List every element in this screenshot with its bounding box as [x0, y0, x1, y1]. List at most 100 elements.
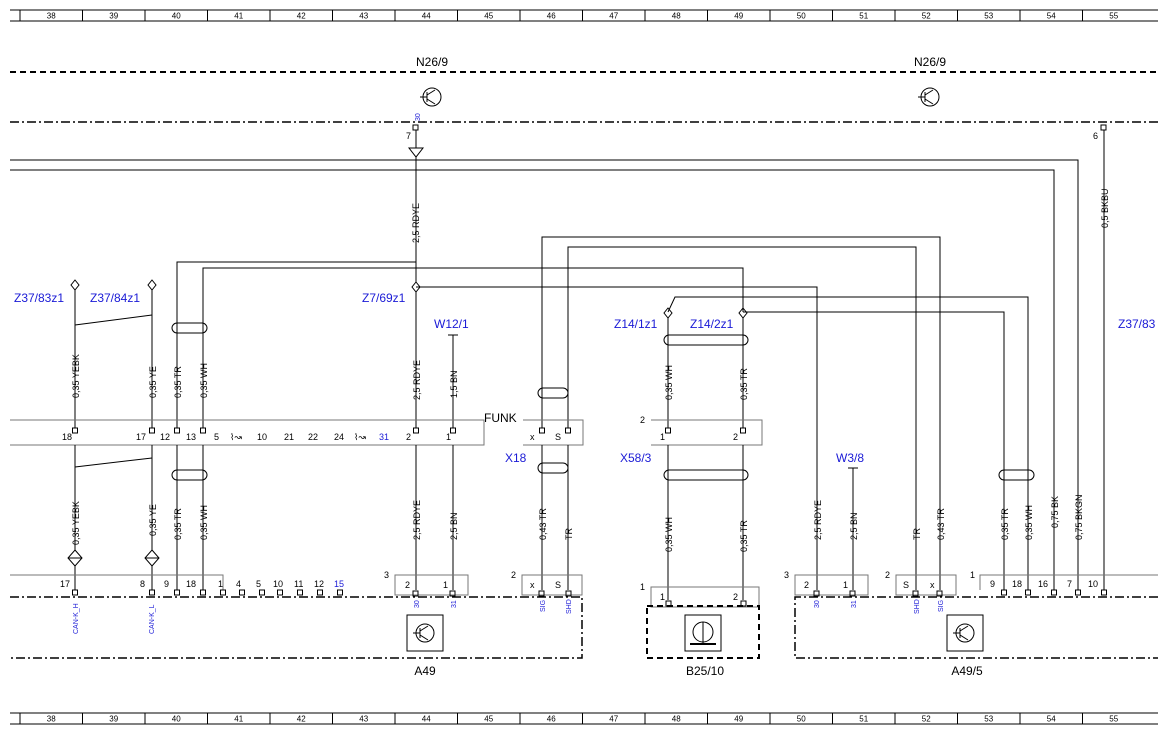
grid-column-number: 51: [859, 12, 868, 21]
splice-icon: [663, 307, 673, 319]
pin-number: 1: [843, 580, 848, 590]
pin-number: 7: [1067, 579, 1072, 589]
pin-number: 12: [314, 579, 324, 589]
pin-number: 7: [406, 131, 411, 141]
grid-column-number: 44: [422, 715, 431, 724]
connector-x18: X18: [505, 451, 527, 465]
module-label-a49: A49: [414, 664, 436, 678]
transistor-icon: [413, 623, 435, 643]
wire-label: TR: [912, 528, 922, 540]
pin-number: 1: [660, 592, 665, 602]
connector-z7-69z1: Z7/69z1: [362, 291, 406, 305]
transistor-icon: [918, 87, 940, 107]
grid-column-number: 42: [297, 715, 306, 724]
grid-column-number: 52: [922, 715, 931, 724]
grid-column-number: 50: [797, 715, 806, 724]
grid-column-number: 40: [172, 12, 181, 21]
pin-label: 30: [415, 113, 422, 121]
pin-label: SIG: [938, 600, 945, 612]
grid-column-number: 38: [47, 12, 56, 21]
wire-label: 0,35 WH: [199, 505, 209, 540]
grid-column-number: 39: [109, 715, 118, 724]
wire-label: 0,35 YE: [148, 366, 158, 398]
grid-column-number: 38: [47, 715, 56, 724]
pin-number: 15: [334, 579, 344, 589]
pin-group-number: 3: [784, 570, 789, 580]
module-label-n26-9-right: N26/9: [914, 55, 946, 69]
pin-number: 18: [186, 579, 196, 589]
connector-x58-3: X58/3: [620, 451, 652, 465]
pin-number: x: [530, 432, 535, 442]
pin-number: 13: [186, 432, 196, 442]
connector-z37-83-right: Z37/83: [1118, 317, 1156, 331]
wire-label: 0,35 YEBK: [71, 354, 81, 398]
wire-label: 2,5 RDYE: [412, 360, 422, 400]
grid-column-number: 43: [359, 715, 368, 724]
connector-z37-84z1: Z37/84z1: [90, 291, 140, 305]
wire-label: TR: [564, 528, 574, 540]
pin-number: S: [555, 432, 561, 442]
connector-w3-8: W3/8: [836, 451, 864, 465]
grid-column-number: 45: [484, 715, 493, 724]
wire-label: 0,5 BKBU: [1100, 188, 1110, 228]
wire-label: 0,35 TR: [739, 520, 749, 552]
transistor-icon: [420, 87, 442, 107]
pin-label-can-h: CAN-K_H: [73, 603, 80, 634]
pin-number: 21: [284, 432, 294, 442]
pin-number: 5: [256, 579, 261, 589]
pin-number: 5: [214, 432, 219, 442]
pin-number: 17: [60, 579, 70, 589]
module-label-b25-10: B25/10: [686, 664, 724, 678]
pin-number: 16: [1038, 579, 1048, 589]
module-label-a49-5: A49/5: [951, 664, 983, 678]
pin-number: 2: [733, 592, 738, 602]
pin-group-number: 2: [511, 570, 516, 580]
wire-label: 0,35 WH: [199, 363, 209, 398]
pin-label-can-l: CAN-K_L: [149, 604, 156, 634]
pin-number: 9: [164, 579, 169, 589]
pin-number: 2: [804, 580, 809, 590]
wire-label: 0,35 WH: [664, 517, 674, 552]
wire-label: 0,35 WH: [1024, 505, 1034, 540]
splice-icon: [70, 279, 80, 291]
grid-column-number: 52: [922, 12, 931, 21]
grid-column-number: 49: [734, 715, 743, 724]
wire-label: 0,35 TR: [1000, 508, 1010, 540]
grid-column-number: 40: [172, 715, 181, 724]
wire-label: 2,5 BN: [449, 512, 459, 540]
grid-column-number: 41: [234, 12, 243, 21]
pin-number: 1: [443, 580, 448, 590]
pin-number: 11: [294, 579, 303, 589]
splice-icon: [67, 549, 83, 567]
pin-number: 31: [379, 432, 389, 442]
wire-label: 1,5 BN: [449, 370, 459, 398]
pin-group-number: 3: [384, 570, 389, 580]
pin-number: 2: [640, 415, 645, 425]
pin-number: x: [530, 580, 535, 590]
grid-column-number: 55: [1109, 12, 1118, 21]
pin-label: SIG: [540, 600, 547, 612]
pin-label: 30: [414, 600, 421, 608]
grid-column-number: 43: [359, 12, 368, 21]
wire-label: 0,35 WH: [664, 365, 674, 400]
wire-label: 0,35 YEBK: [71, 501, 81, 545]
pin-number: 2: [405, 580, 410, 590]
wire-label: 0,35 TR: [173, 366, 183, 398]
pin-label: 31: [851, 600, 858, 608]
pin-label: SHD: [914, 599, 921, 614]
grid-column-number: 41: [234, 715, 243, 724]
ground-arrow-icon: [407, 147, 425, 158]
pin-number: 24: [334, 432, 344, 442]
pin-number: 6: [1093, 131, 1098, 141]
pin-number: 22: [308, 432, 318, 442]
pin-number: 1: [446, 432, 451, 442]
wire-label: 2,5 RDYE: [412, 500, 422, 540]
wire-label: 2,5 BN: [849, 512, 859, 540]
module-label-funk: FUNK: [484, 411, 517, 425]
grid-column-number: 53: [984, 12, 993, 21]
pin-number: 18: [1012, 579, 1022, 589]
connector-z37-83z1: Z37/83z1: [14, 291, 64, 305]
grid-column-number: 50: [797, 12, 806, 21]
pin-number: 17: [136, 432, 146, 442]
